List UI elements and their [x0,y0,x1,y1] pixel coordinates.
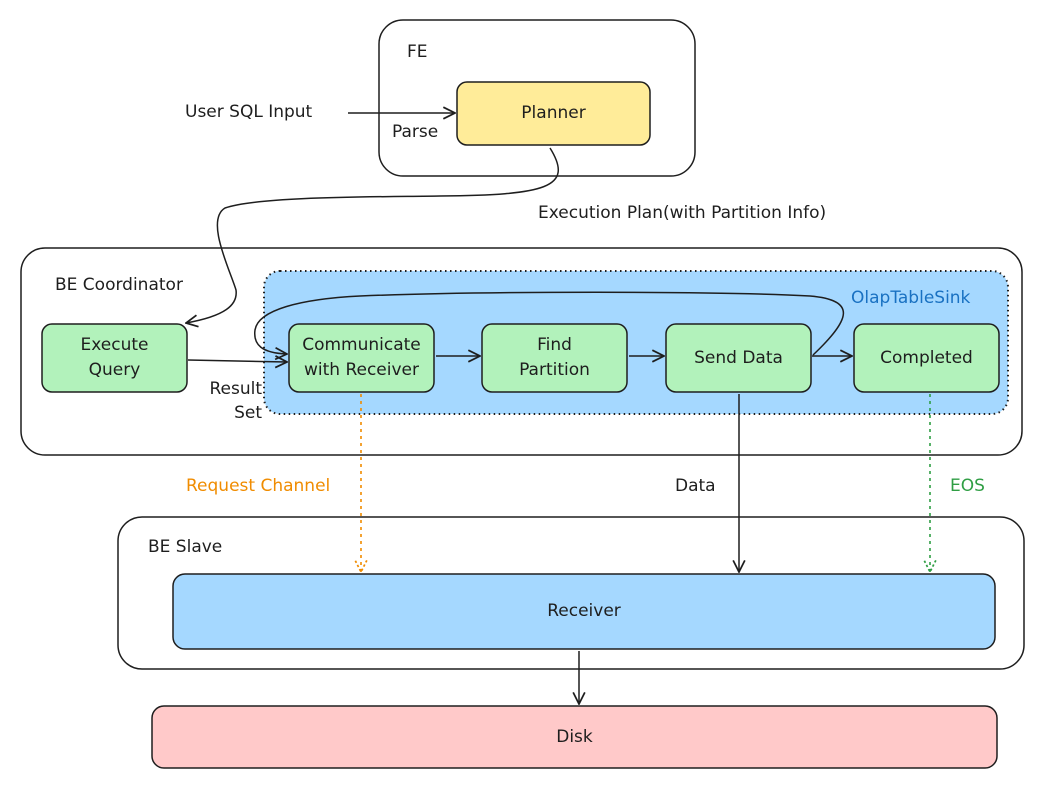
result-set-arrow [187,360,287,362]
planner-box [456,81,651,146]
olap-table-sink-label: OlapTableSink [851,288,971,308]
olap-table-sink-region [263,270,1009,415]
data-label: Data [675,476,716,496]
execution-plan-arrow [186,147,560,323]
completed-node: Completed [880,347,973,368]
loop-back-arrow [254,291,845,355]
send-data-node: Send Data [694,347,783,368]
execute-query-node: Execute Query [80,335,149,380]
execute-query-box [41,323,188,393]
disk-node: Disk [556,726,593,747]
send-data-box [665,323,812,393]
result-set-label: Result Set [209,379,262,423]
eos-label: EOS [950,476,985,496]
request-channel-label: Request Channel [186,476,331,496]
execution-plan-label: Execution Plan(with Partition Info) [538,203,827,223]
receiver-node: Receiver [547,601,621,622]
receiver-box [172,573,996,650]
find-partition-box [481,323,628,393]
communicate-node: Communicate with Receiver [302,335,421,380]
fe-label: FE [407,42,428,62]
communicate-box [288,323,435,393]
disk-box [151,705,998,769]
be-coordinator-label: BE Coordinator [55,275,183,295]
be-slave-label: BE Slave [148,537,223,557]
user-sql-input-label: User SQL Input [185,102,313,122]
completed-box [853,323,1000,393]
planner-node: Planner [521,103,586,124]
find-partition-node: Find Partition [519,335,590,380]
parse-label: Parse [392,122,439,142]
